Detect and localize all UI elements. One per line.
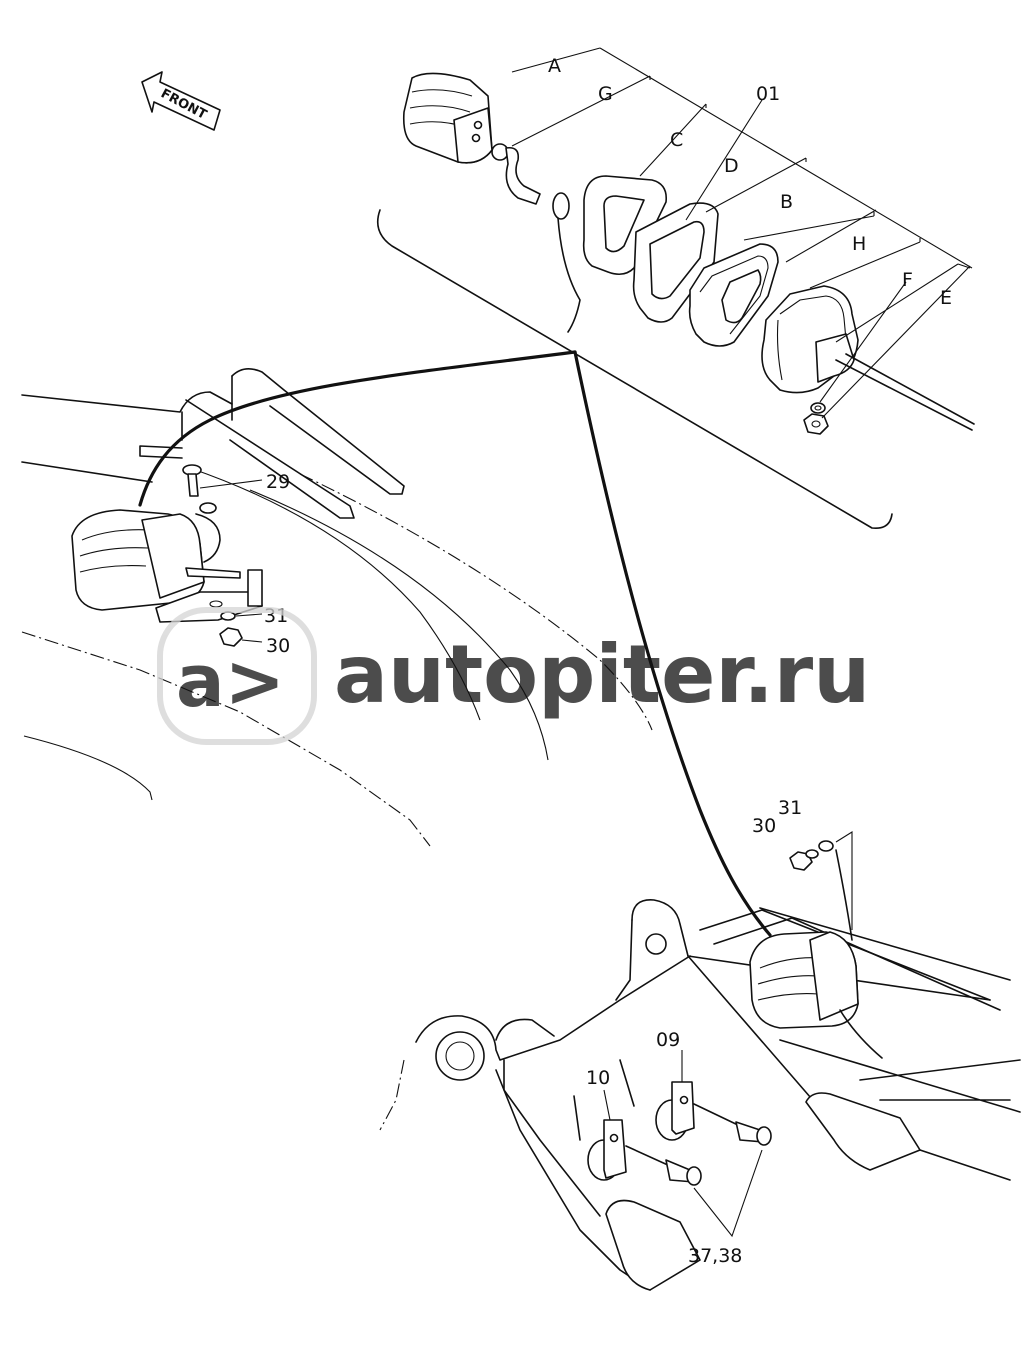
detail-inset-border (376, 209, 893, 530)
bolt-29 (182, 464, 202, 497)
arm-frame-structure (379, 899, 1021, 1291)
callout-E: E (940, 287, 952, 309)
inset-leader-left (138, 350, 577, 507)
bolt-37-38-upper (693, 1103, 772, 1146)
boom-structure (21, 368, 653, 847)
callout-H: H (852, 233, 866, 255)
leader-30-31-right (835, 831, 853, 930)
callout-37-38: 37,38 (688, 1245, 742, 1267)
inset-reference-lines (511, 47, 973, 419)
front-arrow-icon: FRONT (141, 71, 221, 131)
washer-F (810, 402, 826, 414)
watermark-site: autopiter.ru (334, 628, 870, 721)
washer-31-right (805, 849, 819, 859)
callout-D: D (724, 155, 739, 177)
right-work-lamp (749, 840, 883, 1059)
callout-30-right: 30 (752, 815, 776, 837)
leader-31-left (235, 613, 263, 617)
watermark: a> autopiter.ru (157, 607, 870, 745)
callout-31-right: 31 (778, 797, 802, 819)
front-arrow-label: FRONT (158, 86, 209, 123)
bolt-37-38-lower (625, 1145, 702, 1186)
callout-01: 01 (756, 83, 780, 105)
bulb-socket-G (491, 143, 581, 333)
leader-30-left (241, 639, 263, 643)
nut-E (803, 413, 829, 435)
screw-shaft (835, 353, 975, 431)
lamp-rear-cover-A (402, 72, 493, 164)
bracket-09 (655, 1081, 695, 1141)
gasket-C (582, 175, 668, 276)
callout-09: 09 (656, 1029, 680, 1051)
bracket-10 (587, 1119, 627, 1181)
callout-30-left: 30 (266, 635, 290, 657)
left-work-lamp (71, 502, 241, 611)
lens-H (761, 285, 859, 394)
callout-29: 29 (266, 471, 290, 493)
inset-leader-right (573, 350, 772, 937)
callout-10: 10 (586, 1067, 610, 1089)
callout-F: F (902, 269, 913, 291)
seal-B (688, 243, 779, 347)
callout-C: C (670, 129, 683, 151)
callout-A: A (548, 55, 561, 77)
nut-30-left (219, 627, 243, 647)
callout-B: B (780, 191, 793, 213)
callout-G: G (598, 83, 613, 105)
washer-31-left (220, 611, 236, 621)
leader-37-38 (693, 1149, 763, 1238)
leader-10 (603, 1089, 611, 1121)
watermark-logo: a> (176, 639, 285, 723)
frame-D (632, 202, 719, 323)
leader-29 (199, 479, 263, 489)
